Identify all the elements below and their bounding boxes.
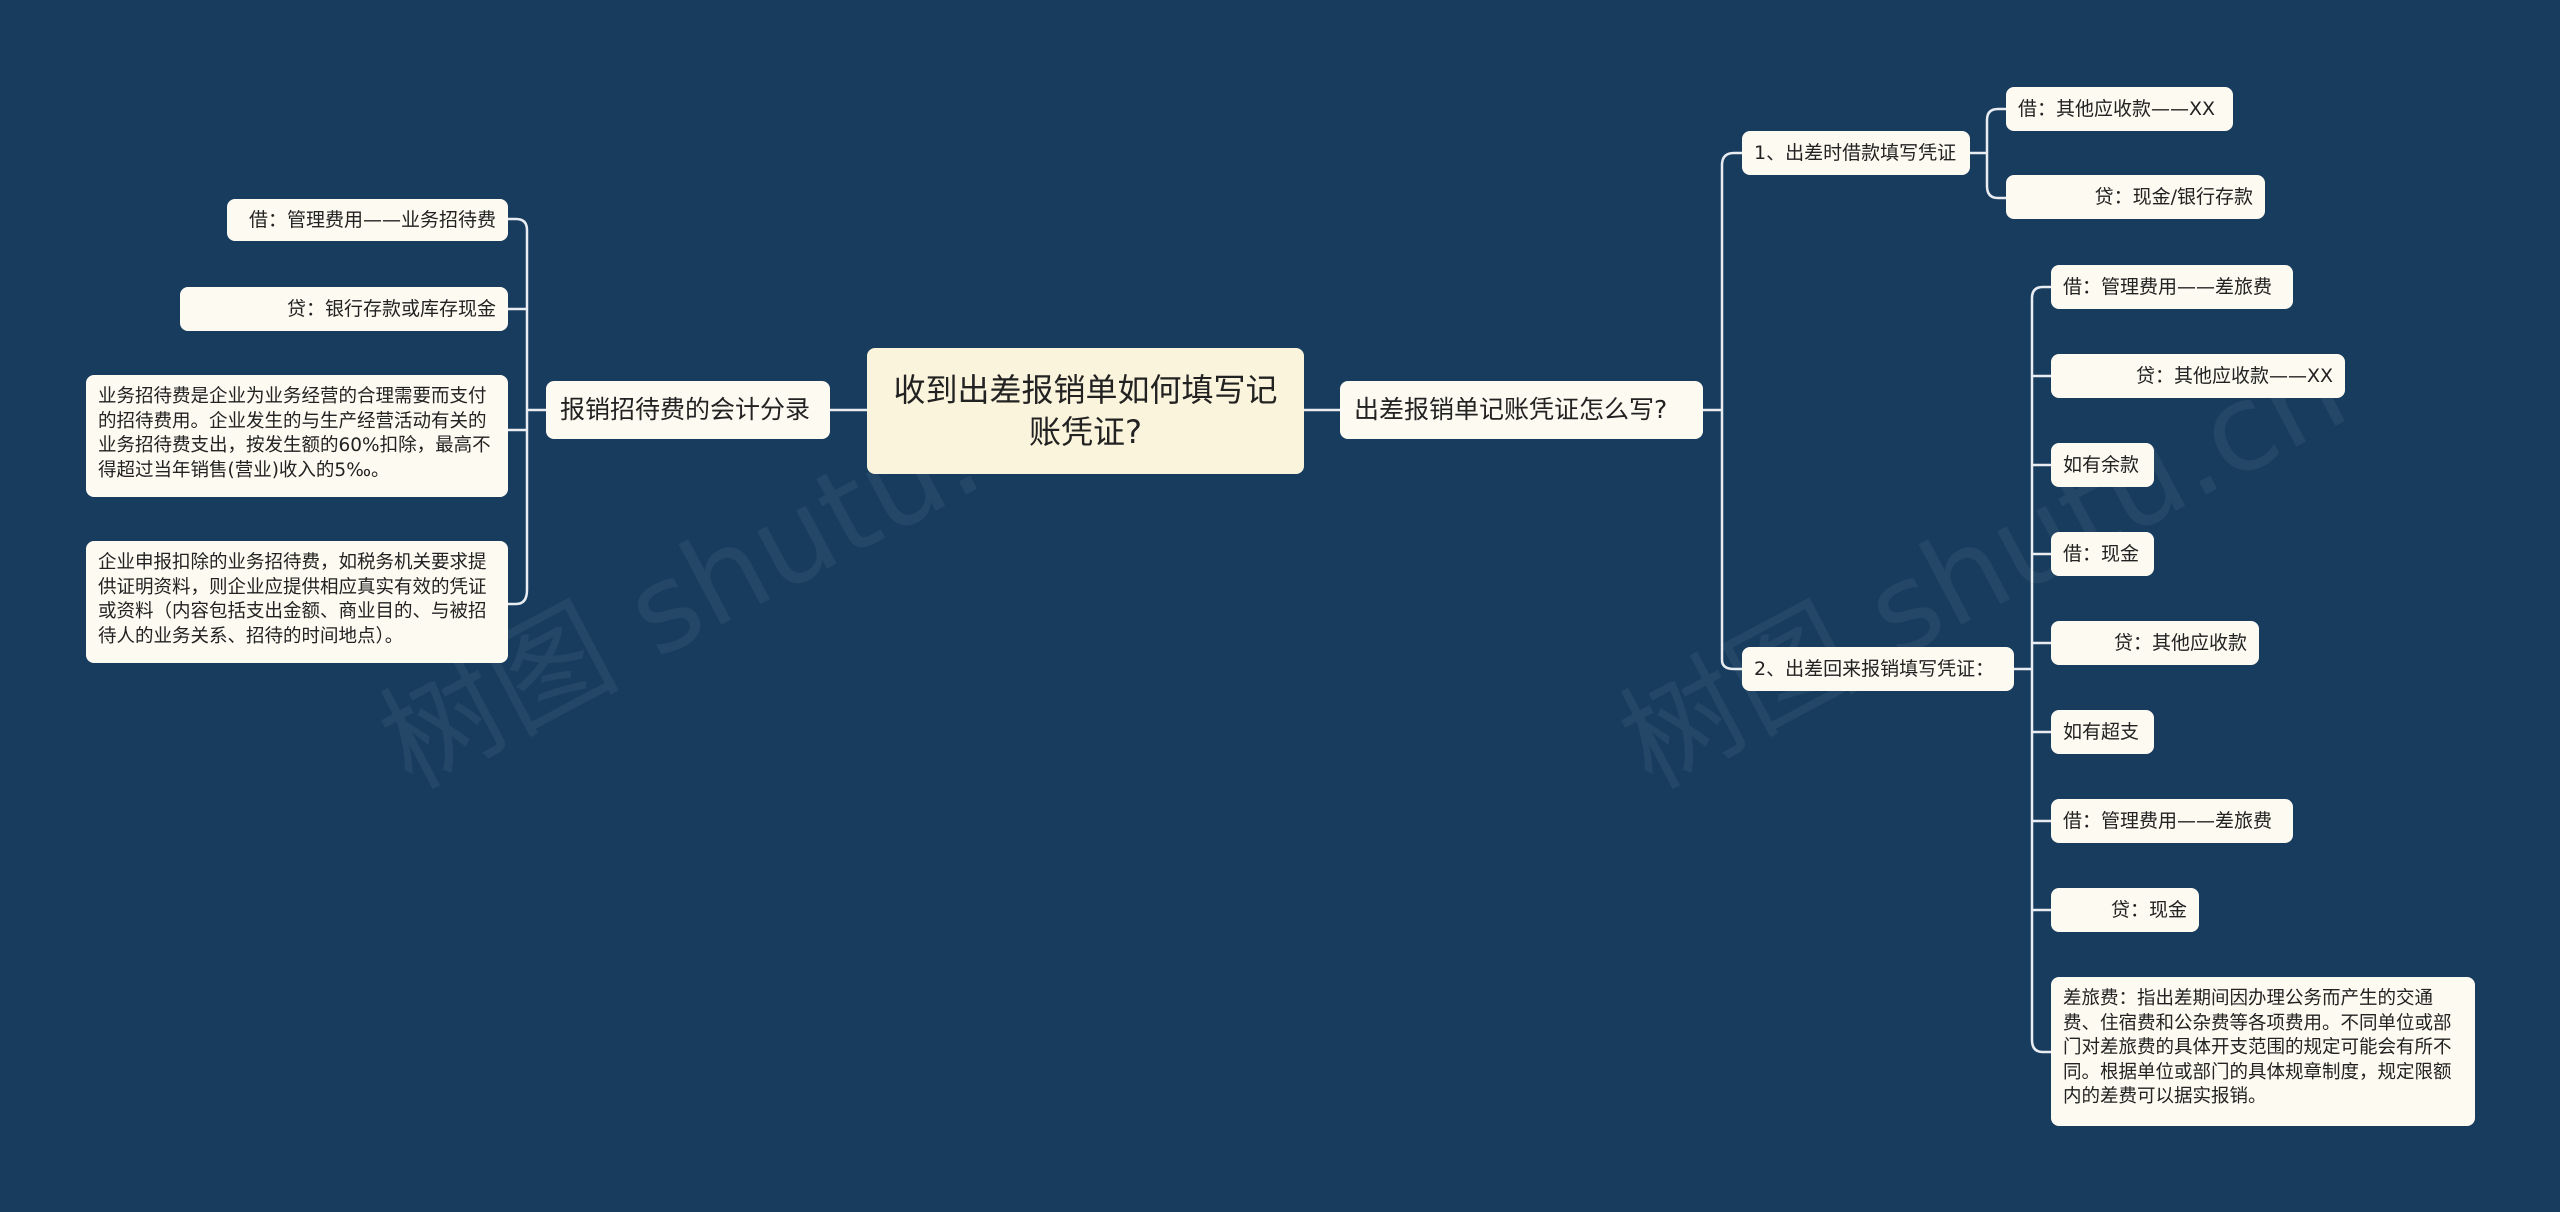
root-label: 收到出差报销单如何填写记账凭证? xyxy=(893,371,1278,451)
leaf-node[interactable]: 借：管理费用——差旅费 xyxy=(2051,265,2293,309)
link-sub1-bracket xyxy=(1970,107,2006,200)
sub-label: 2、出差回来报销填写凭证： xyxy=(1754,658,1995,680)
leaf-node[interactable]: 如有超支 xyxy=(2051,710,2154,754)
leaf-label: 如有超支 xyxy=(2063,721,2140,743)
link-left-spine xyxy=(508,217,546,606)
leaf-label: 贷：现金/银行存款 xyxy=(2094,186,2253,208)
leaf-node[interactable]: 借：管理费用——业务招待费 xyxy=(227,199,508,241)
leaf-node-note[interactable]: 差旅费：指出差期间因办理公务而产生的交通费、住宿费和公杂费等各项费用。不同单位或… xyxy=(2051,977,2475,1126)
leaf-label: 业务招待费是企业为业务经营的合理需要而支付的招待费用。企业发生的与生产经营活动有… xyxy=(98,386,491,481)
branch-label: 出差报销单记账凭证怎么写? xyxy=(1354,395,1668,424)
leaf-label: 如有余款 xyxy=(2063,454,2140,476)
leaf-label: 借：管理费用——差旅费 xyxy=(2063,276,2273,298)
root-node[interactable]: 收到出差报销单如何填写记账凭证? xyxy=(867,348,1304,474)
link-sub2-bracket xyxy=(2014,285,2051,1054)
leaf-node[interactable]: 贷：银行存款或库存现金 xyxy=(180,287,508,331)
leaf-label: 企业申报扣除的业务招待费，如税务机关要求提供证明资料，则企业应提供相应真实有效的… xyxy=(98,552,487,647)
leaf-node[interactable]: 借：现金 xyxy=(2051,532,2154,576)
leaf-label: 借：管理费用——业务招待费 xyxy=(248,209,496,231)
leaf-node[interactable]: 贷：现金/银行存款 xyxy=(2006,175,2265,219)
leaf-node[interactable]: 借：其他应收款——XX xyxy=(2006,87,2233,131)
sub-node[interactable]: 2、出差回来报销填写凭证： xyxy=(1742,647,2014,691)
link-right-spine xyxy=(1703,151,1742,671)
leaf-node[interactable]: 贷：其他应收款——XX xyxy=(2051,354,2345,398)
sub-node[interactable]: 1、出差时借款填写凭证 xyxy=(1742,131,1970,175)
leaf-label: 贷：其他应收款 xyxy=(2113,632,2247,654)
branch-label: 报销招待费的会计分录 xyxy=(560,395,811,424)
leaf-node[interactable]: 贷：现金 xyxy=(2051,888,2199,932)
leaf-node[interactable]: 如有余款 xyxy=(2051,443,2154,487)
sub-label: 1、出差时借款填写凭证 xyxy=(1754,142,1957,164)
leaf-label: 贷：银行存款或库存现金 xyxy=(286,298,496,320)
leaf-node[interactable]: 借：管理费用——差旅费 xyxy=(2051,799,2293,843)
leaf-node-note[interactable]: 业务招待费是企业为业务经营的合理需要而支付的招待费用。企业发生的与生产经营活动有… xyxy=(86,375,508,497)
leaf-node-note[interactable]: 企业申报扣除的业务招待费，如税务机关要求提供证明资料，则企业应提供相应真实有效的… xyxy=(86,541,508,663)
leaf-label: 贷：其他应收款——XX xyxy=(2135,365,2333,387)
leaf-label: 贷：现金 xyxy=(2110,899,2187,921)
leaf-label: 借：管理费用——差旅费 xyxy=(2063,810,2273,832)
branch-node-left[interactable]: 报销招待费的会计分录 xyxy=(546,381,830,439)
leaf-label: 借：现金 xyxy=(2063,543,2140,565)
leaf-node[interactable]: 贷：其他应收款 xyxy=(2051,621,2259,665)
branch-node-right[interactable]: 出差报销单记账凭证怎么写? xyxy=(1340,381,1703,439)
leaf-label: 差旅费：指出差期间因办理公务而产生的交通费、住宿费和公杂费等各项费用。不同单位或… xyxy=(2063,988,2452,1107)
leaf-label: 借：其他应收款——XX xyxy=(2018,98,2216,120)
